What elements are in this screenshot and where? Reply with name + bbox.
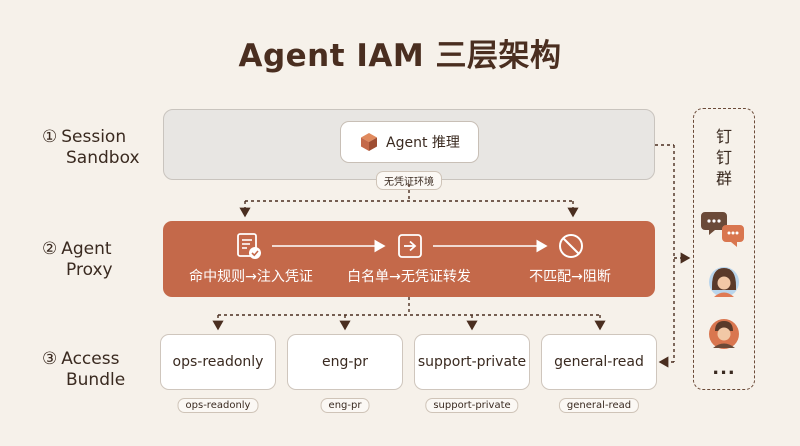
bundle-tag: eng-pr — [320, 398, 370, 413]
layer-label-line1: Access — [61, 349, 120, 369]
agent-inference-box: Agent 推理 — [340, 121, 479, 163]
dingtalk-group-title: 钉钉群 — [693, 126, 755, 189]
cube-icon — [361, 133, 378, 151]
chat-bubbles-icon — [701, 212, 744, 247]
rule-check-icon — [237, 233, 261, 259]
layer-label-line1: Session — [61, 127, 127, 147]
layer-label-line1: Agent — [61, 239, 112, 259]
no-credential-env-tag: 无凭证环境 — [376, 171, 442, 190]
bundle-tag: support-private — [425, 398, 519, 413]
bundle-support-private: support-private — [414, 334, 530, 390]
proxy-rule-forward: 白名单→无凭证转发 — [347, 269, 471, 285]
agent-inference-label: Agent 推理 — [386, 135, 460, 151]
layer-label-line2: Bundle — [66, 370, 126, 390]
proxy-rule-block: 不匹配→阻断 — [529, 269, 611, 285]
bundle-tag: general-read — [558, 398, 640, 413]
layer-number: ① — [42, 127, 58, 147]
bundle-ops-readonly: ops-readonly — [160, 334, 276, 390]
block-icon — [559, 234, 583, 258]
more-members-ellipsis: ... — [712, 358, 736, 379]
layer-label-line2: Sandbox — [66, 148, 140, 168]
dingtalk-connector — [655, 144, 691, 368]
forward-icon — [398, 234, 422, 258]
layer-number: ② — [42, 239, 58, 259]
bundle-general-read: general-read — [541, 334, 657, 390]
dingtalk-title-text: 钉钉群 — [715, 127, 732, 188]
sandbox-to-proxy-connector — [239, 184, 579, 218]
layer-number: ③ — [42, 349, 58, 369]
proxy-rule-inject: 命中规则→注入凭证 — [189, 269, 313, 285]
dingtalk-group-panel — [693, 108, 755, 390]
bundle-tag: ops-readonly — [177, 398, 259, 413]
avatar-icon — [709, 319, 739, 349]
avatar-icon — [709, 267, 739, 297]
bundle-eng-pr: eng-pr — [287, 334, 403, 390]
proxy-to-bundles-connector — [212, 297, 606, 331]
diagram-title: Agent IAM 三层架构 — [238, 38, 562, 74]
layer-label-line2: Proxy — [66, 260, 113, 280]
